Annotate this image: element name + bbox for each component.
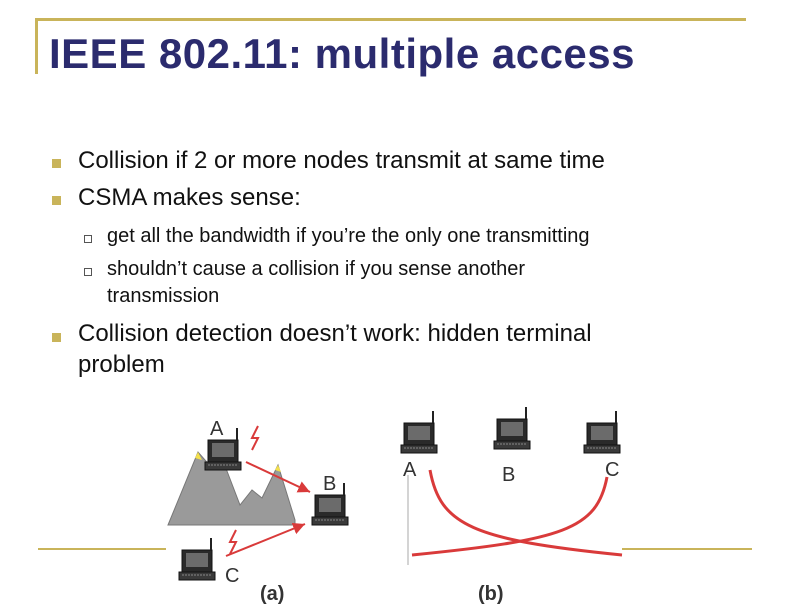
laptop-b-icon — [493, 407, 531, 450]
slide-frame-left — [35, 18, 38, 74]
node-c-label: C — [225, 565, 239, 587]
sub-bullet-text-cont: transmission — [107, 285, 220, 307]
figure-b-caption: (b) — [478, 583, 504, 605]
laptop-c-icon — [178, 538, 216, 581]
slide-frame-top — [35, 18, 746, 21]
sub-bullet-icon — [84, 235, 92, 243]
sub-bullet-icon — [84, 268, 92, 276]
bullet-icon — [52, 159, 61, 168]
figure-a: A B C (a) — [167, 418, 349, 605]
bullet-text-cont: problem — [78, 351, 165, 378]
signal-bolt-icon — [250, 425, 260, 451]
signal-arrow-c-b — [225, 522, 306, 557]
sub-bullet-text: get all the bandwidth if you’re the only… — [107, 225, 590, 247]
signal-arrow-a-b — [245, 461, 311, 493]
bullet-text: CSMA makes sense: — [78, 184, 301, 211]
node-b-label: B — [323, 473, 336, 495]
node-a-label: A — [403, 459, 417, 481]
figure-a-caption: (a) — [260, 583, 284, 605]
laptop-b-icon — [311, 483, 349, 526]
node-a-label: A — [210, 418, 224, 440]
node-b-label: B — [502, 464, 515, 486]
bullet-icon — [52, 333, 61, 342]
bullet-text: Collision if 2 or more nodes transmit at… — [78, 147, 605, 174]
signal-curve-c — [411, 476, 609, 557]
signal-curve-a — [428, 469, 623, 557]
bottom-rule-left — [38, 548, 166, 550]
bottom-rule-right — [622, 548, 752, 550]
slide-title: IEEE 802.11: multiple access — [49, 30, 636, 77]
bullet-text: Collision detection doesn’t work: hidden… — [78, 320, 592, 347]
sub-bullet-text: shouldn’t cause a collision if you sense… — [107, 258, 526, 280]
figure-b: A B C (b) — [400, 407, 623, 605]
node-c-label: C — [605, 459, 619, 481]
laptop-c-icon — [583, 411, 621, 454]
laptop-a-icon — [204, 428, 242, 471]
signal-bolt-icon — [228, 529, 238, 555]
bullet-icon — [52, 196, 61, 205]
laptop-a-icon — [400, 411, 438, 454]
